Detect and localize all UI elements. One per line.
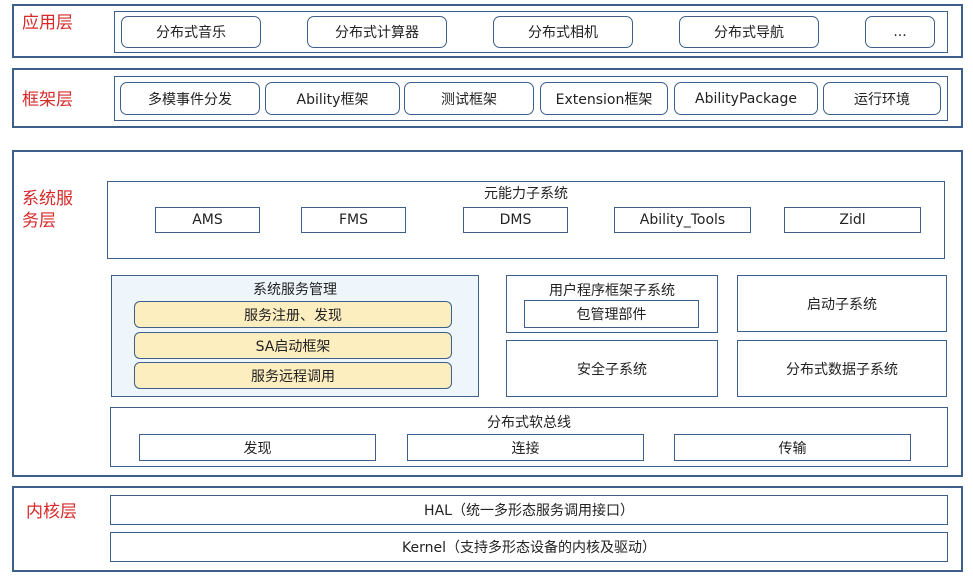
ability-item-fms[interactable]: FMS <box>301 207 406 233</box>
framework-item-ability-package[interactable]: AbilityPackage <box>674 82 818 115</box>
samgr-item-remote-call[interactable]: 服务远程调用 <box>134 362 452 389</box>
kernel-box[interactable]: Kernel（支持多形态设备的内核及驱动） <box>110 532 948 562</box>
framework-item-test-framework[interactable]: 测试框架 <box>404 82 534 115</box>
softbus-item-discover[interactable]: 发现 <box>139 434 376 461</box>
kernel-layer-label: 内核层 <box>26 502 77 522</box>
service-layer-label-line2: 务层 <box>22 211 56 231</box>
softbus-item-transmit[interactable]: 传输 <box>674 434 911 461</box>
ability-item-dms[interactable]: DMS <box>463 207 568 233</box>
app-item-more[interactable]: ... <box>865 16 935 48</box>
softbus-item-connect[interactable]: 连接 <box>407 434 644 461</box>
framework-item-extension-framework[interactable]: Extension框架 <box>540 82 668 115</box>
service-layer-label-line1: 系统服 <box>22 189 73 209</box>
app-item-distributed-navigation[interactable]: 分布式导航 <box>679 16 819 48</box>
startup-subsystem[interactable]: 启动子系统 <box>737 275 947 332</box>
ability-item-zidl[interactable]: Zidl <box>784 207 921 233</box>
ability-subsystem-title: 元能力子系统 <box>484 186 568 202</box>
distributed-data-subsystem[interactable]: 分布式数据子系统 <box>737 340 947 397</box>
ability-item-ams[interactable]: AMS <box>155 207 260 233</box>
samgr-title: 系统服务管理 <box>253 282 337 298</box>
security-subsystem[interactable]: 安全子系统 <box>506 340 718 397</box>
app-layer-label: 应用层 <box>22 13 73 33</box>
hal-box[interactable]: HAL（统一多形态服务调用接口） <box>110 495 948 525</box>
samgr-item-sa-startup[interactable]: SA启动框架 <box>134 332 452 359</box>
framework-layer-label: 框架层 <box>22 90 73 110</box>
framework-item-runtime[interactable]: 运行环境 <box>823 82 941 115</box>
bundle-manager-item[interactable]: 包管理部件 <box>524 300 699 328</box>
softbus-title: 分布式软总线 <box>487 415 571 431</box>
app-item-distributed-calculator[interactable]: 分布式计算器 <box>307 16 447 48</box>
app-item-distributed-camera[interactable]: 分布式相机 <box>493 16 633 48</box>
user-app-framework-title: 用户程序框架子系统 <box>549 283 675 299</box>
app-item-distributed-music[interactable]: 分布式音乐 <box>121 16 261 48</box>
ability-item-ability-tools[interactable]: Ability_Tools <box>614 207 751 233</box>
samgr-item-register-discover[interactable]: 服务注册、发现 <box>134 301 452 328</box>
framework-item-multimodal-input[interactable]: 多模事件分发 <box>120 82 260 115</box>
framework-item-ability-framework[interactable]: Ability框架 <box>265 82 400 115</box>
